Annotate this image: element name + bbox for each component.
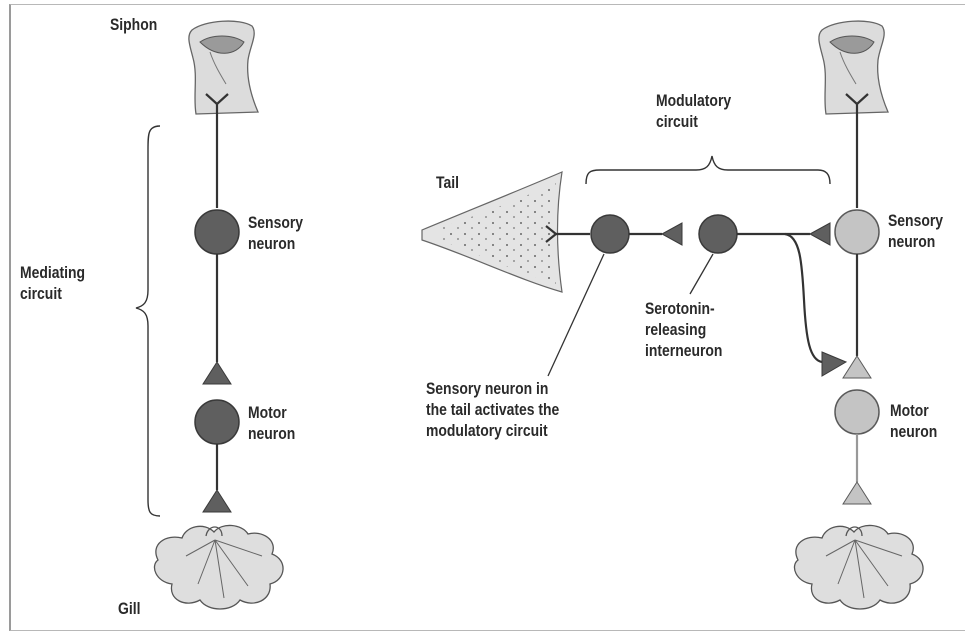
synapse-terminal-right-1 (843, 356, 871, 378)
tail-label: Tail (436, 172, 459, 193)
synapse-terminal-interneuron-to-motor (822, 352, 846, 376)
sensory-neuron-right-label: Sensory neuron (888, 210, 943, 252)
modulatory-circuit-label: Modulatory circuit (656, 90, 731, 132)
motor-neuron-right-soma (835, 390, 879, 434)
motor-neuron-right-label: Motor neuron (890, 400, 937, 442)
synapse-terminal-interneuron-to-sensory (810, 223, 830, 245)
motor-neuron-left-soma (195, 400, 239, 444)
synapse-terminal-tail (662, 223, 682, 245)
mediating-circuit-brace (136, 126, 160, 516)
motor-neuron-left-label: Motor neuron (248, 402, 295, 444)
serotonin-interneuron-label: Serotonin- releasing interneuron (645, 298, 722, 361)
synapse-terminal-right-2 (843, 482, 871, 504)
tail-sensory-neuron-soma (591, 215, 629, 253)
tail-sensory-caption: Sensory neuron in the tail activates the… (426, 378, 559, 441)
synapse-terminal-left-2 (203, 490, 231, 512)
gill-right-icon (794, 525, 923, 609)
mediating-circuit-label: Mediating circuit (20, 262, 85, 304)
interneuron-soma (699, 215, 737, 253)
sensory-neuron-left-soma (195, 210, 239, 254)
interneuron-branch-axon (785, 234, 822, 362)
gill-label: Gill (118, 598, 140, 619)
modulatory-circuit-brace (586, 156, 830, 184)
siphon-left-icon (189, 21, 258, 114)
sensory-neuron-right-soma (835, 210, 879, 254)
siphon-label: Siphon (110, 14, 157, 35)
sensory-neuron-left-label: Sensory neuron (248, 212, 303, 254)
interneuron-pointer-line (690, 254, 713, 294)
gill-left-icon (154, 525, 283, 609)
synapse-terminal-left-1 (203, 362, 231, 384)
